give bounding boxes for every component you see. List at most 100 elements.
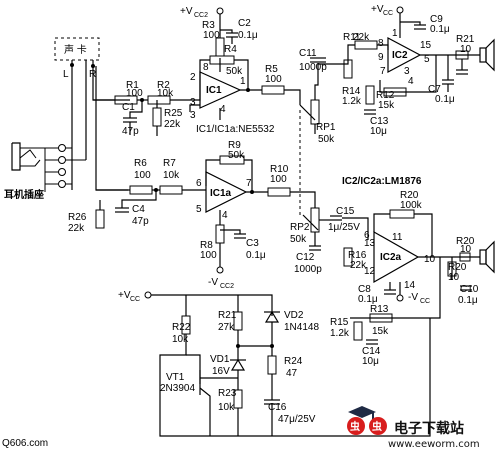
svg-text:R12: R12 [376,90,395,101]
svg-text:0.1μ: 0.1μ [238,30,258,41]
svg-text:2: 2 [190,72,196,83]
svg-text:+V: +V [118,290,131,301]
svg-text:5: 5 [424,54,430,65]
svg-text:11: 11 [392,232,403,243]
sound-card-block: 声 卡 L R [54,37,130,191]
svg-text:R9: R9 [228,140,241,151]
svg-text:8: 8 [378,38,384,49]
svg-text:CC: CC [130,296,140,303]
svg-text:IC1: IC1 [206,85,222,96]
svg-text:R5: R5 [265,64,278,75]
svg-text:7: 7 [246,178,252,189]
resistor-r13 [369,313,393,323]
svg-text:100: 100 [203,30,220,41]
svg-text:22k: 22k [350,260,367,271]
svg-text:1: 1 [392,28,398,39]
svg-text:C2: C2 [238,18,251,29]
svg-text:50k: 50k [290,234,307,245]
resistor-r10 [267,187,291,197]
svg-text:100: 100 [270,174,287,185]
svg-text:R24: R24 [284,356,303,367]
svg-text:RP1: RP1 [316,122,336,133]
svg-text:22k: 22k [164,119,181,130]
svg-text:16V: 16V [212,366,230,377]
svg-text:1N4148: 1N4148 [284,322,319,333]
svg-text:0.1μ: 0.1μ [358,294,378,305]
svg-text:R20: R20 [400,190,419,201]
svg-text:IC1/IC1a:NE5532: IC1/IC1a:NE5532 [196,124,275,135]
svg-text:50k: 50k [228,150,245,161]
svg-text:R1: R1 [126,80,139,91]
resistor-r8 [215,224,225,244]
svg-text:R2: R2 [157,80,170,91]
svg-text:4: 4 [220,104,226,115]
svg-text:100: 100 [200,250,217,261]
svg-text:CC2: CC2 [194,12,208,19]
svg-text:R13: R13 [370,304,389,315]
svg-text:C12: C12 [296,252,315,263]
svg-text:R16: R16 [348,250,367,261]
svg-text:IC2a: IC2a [380,252,402,263]
svg-text:5: 5 [196,204,202,215]
resistor-r24 [267,355,277,375]
svg-text:C15: C15 [336,206,355,217]
ic2a-opamp [373,230,420,284]
svg-text:IC1a: IC1a [210,188,232,199]
svg-text:C14: C14 [362,346,381,357]
svg-text:R20: R20 [456,236,475,247]
svg-text:100: 100 [265,74,282,85]
svg-text:10k: 10k [157,88,174,99]
svg-text:R23: R23 [218,388,237,399]
resistor-r5 [261,85,285,95]
svg-text:C4: C4 [132,204,145,215]
channel-left-label: L [63,69,69,80]
svg-text:0.1μ: 0.1μ [458,295,478,306]
svg-text:6: 6 [196,178,202,189]
svg-text:R8: R8 [200,240,213,251]
svg-text:100: 100 [126,88,143,99]
svg-text:10: 10 [460,44,472,55]
speaker-right-top [479,47,487,63]
svg-text:2N3904: 2N3904 [160,383,195,394]
svg-text:22k: 22k [68,223,85,234]
watermark: Q606.com 虫 虫 电子下载站 www.eeworm.com [2,406,480,450]
ic1a-opamp [205,171,248,213]
svg-text:15k: 15k [372,326,389,337]
svg-text:13: 13 [364,238,376,249]
svg-text:10: 10 [424,254,436,265]
svg-text:50k: 50k [318,134,335,145]
resistor-r7 [159,185,183,195]
ic2-title: IC2/IC2a:LM1876 [342,176,422,187]
svg-text:R15: R15 [330,317,349,328]
svg-text:R14: R14 [342,86,361,97]
speaker-right-bottom [479,249,487,265]
svg-text:C11: C11 [299,48,317,59]
svg-text:R11: R11 [343,32,361,43]
svg-text:10k: 10k [172,334,189,345]
svg-text:CC2: CC2 [220,283,234,290]
svg-text:R7: R7 [163,158,176,169]
svg-text:C1: C1 [122,102,135,113]
svg-text:10k: 10k [163,170,180,181]
sound-card-label: 声 卡 [64,43,87,56]
svg-text:C8: C8 [358,284,371,295]
svg-text:+V: +V [371,4,384,15]
svg-text:12: 12 [364,266,376,277]
svg-text:1.2k: 1.2k [330,328,350,339]
svg-text:+V: +V [180,6,193,17]
rp2-volume: RP2 50k C12 1000p [290,207,330,275]
watermark-left: Q606.com [2,438,48,449]
svg-text:47: 47 [286,368,298,379]
svg-text:10μ: 10μ [370,126,387,137]
ic2a-stage: IC2/IC2a:LM1876 C15 1μ/25V R16 22k IC2a … [328,176,495,367]
svg-text:VD1: VD1 [210,354,230,365]
svg-text:C16: C16 [268,402,287,413]
ic1-stage: R1 100 R2 10k C1 47p R25 22k IC1 2 3 1 8… [93,6,301,137]
svg-text:R21: R21 [456,34,475,45]
ic1a-stage: R6 100 R7 10k C4 47p R26 22k IC1a 6 5 7 … [68,140,316,290]
svg-text:8: 8 [203,62,209,73]
svg-text:0.1μ: 0.1μ [435,94,455,105]
watermark-url: www.eeworm.com [388,439,480,450]
svg-text:VD2: VD2 [284,310,304,321]
